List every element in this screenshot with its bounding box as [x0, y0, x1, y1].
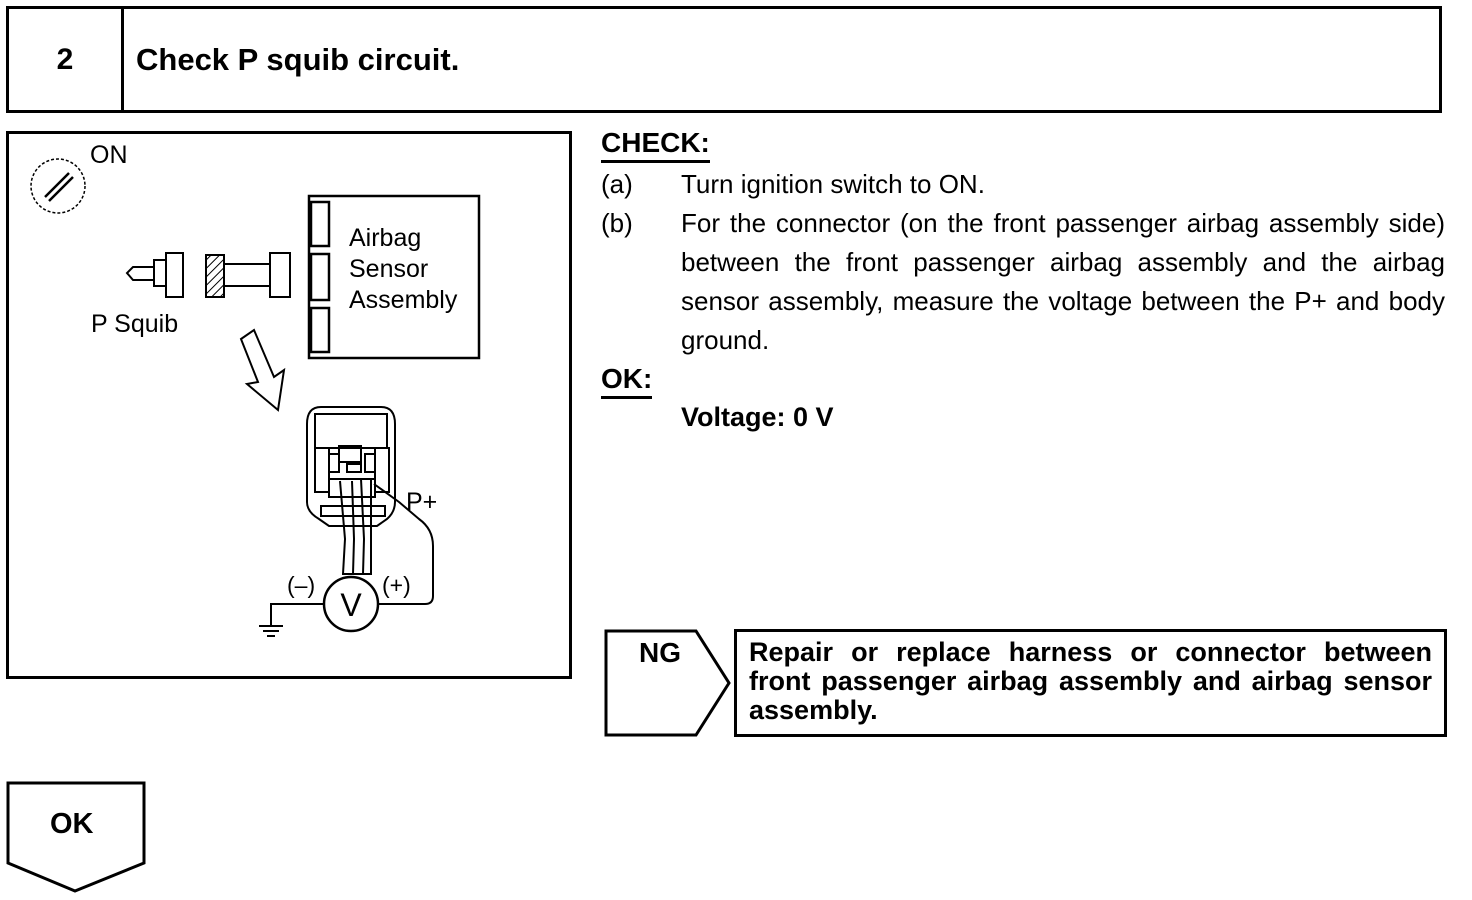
ng-action-box: Repair or replace harness or connector b…: [734, 629, 1447, 737]
positive-lead-label: (+): [382, 572, 411, 598]
step-header: 2 Check P squib circuit.: [6, 6, 1442, 113]
step-number: 2: [9, 9, 124, 110]
check-step-label: (b): [601, 208, 633, 238]
connector-face-icon: [306, 406, 396, 527]
check-heading: CHECK:: [601, 127, 710, 163]
ok-result-label: OK: [50, 808, 94, 840]
check-step-text: Turn ignition switch to ON.: [681, 169, 985, 199]
ng-label: NG: [639, 637, 681, 668]
negative-lead-label: (–): [287, 572, 316, 598]
probe-leads-icon: [339, 478, 434, 605]
ok-heading: OK:: [601, 363, 653, 399]
squib-label: P Squib: [91, 310, 179, 338]
meter-symbol: V: [340, 587, 362, 623]
spec-value: Voltage: 0 V: [681, 402, 834, 432]
ground-symbol-icon: [259, 603, 324, 637]
ng-arrow-box: [604, 629, 731, 737]
wiring-illustration: V ON P Squib Airbag Sensor Assembly P+ (…: [6, 131, 572, 679]
illustration-drawing: V: [30, 158, 481, 637]
ok-arrow-box: [6, 781, 146, 893]
down-arrow-icon: [239, 328, 286, 412]
step-title: Check P squib circuit.: [136, 41, 460, 77]
sensor-label-line-2: Sensor: [349, 255, 429, 283]
ignition-switch-icon: [30, 158, 86, 214]
squib-plug-icon: [125, 252, 184, 298]
sensor-label-line-3: Assembly: [349, 286, 458, 314]
harness-connector-icon: [205, 252, 291, 298]
sensor-label-line-1: Airbag: [349, 224, 422, 252]
check-step-text: For the connector (on the front passenge…: [681, 208, 1445, 355]
ignition-label: ON: [90, 141, 128, 169]
check-step-label: (a): [601, 169, 633, 199]
terminal-label: P+: [406, 488, 438, 516]
sensor-assembly-icon: [307, 194, 481, 360]
voltmeter-icon: V: [322, 575, 380, 633]
